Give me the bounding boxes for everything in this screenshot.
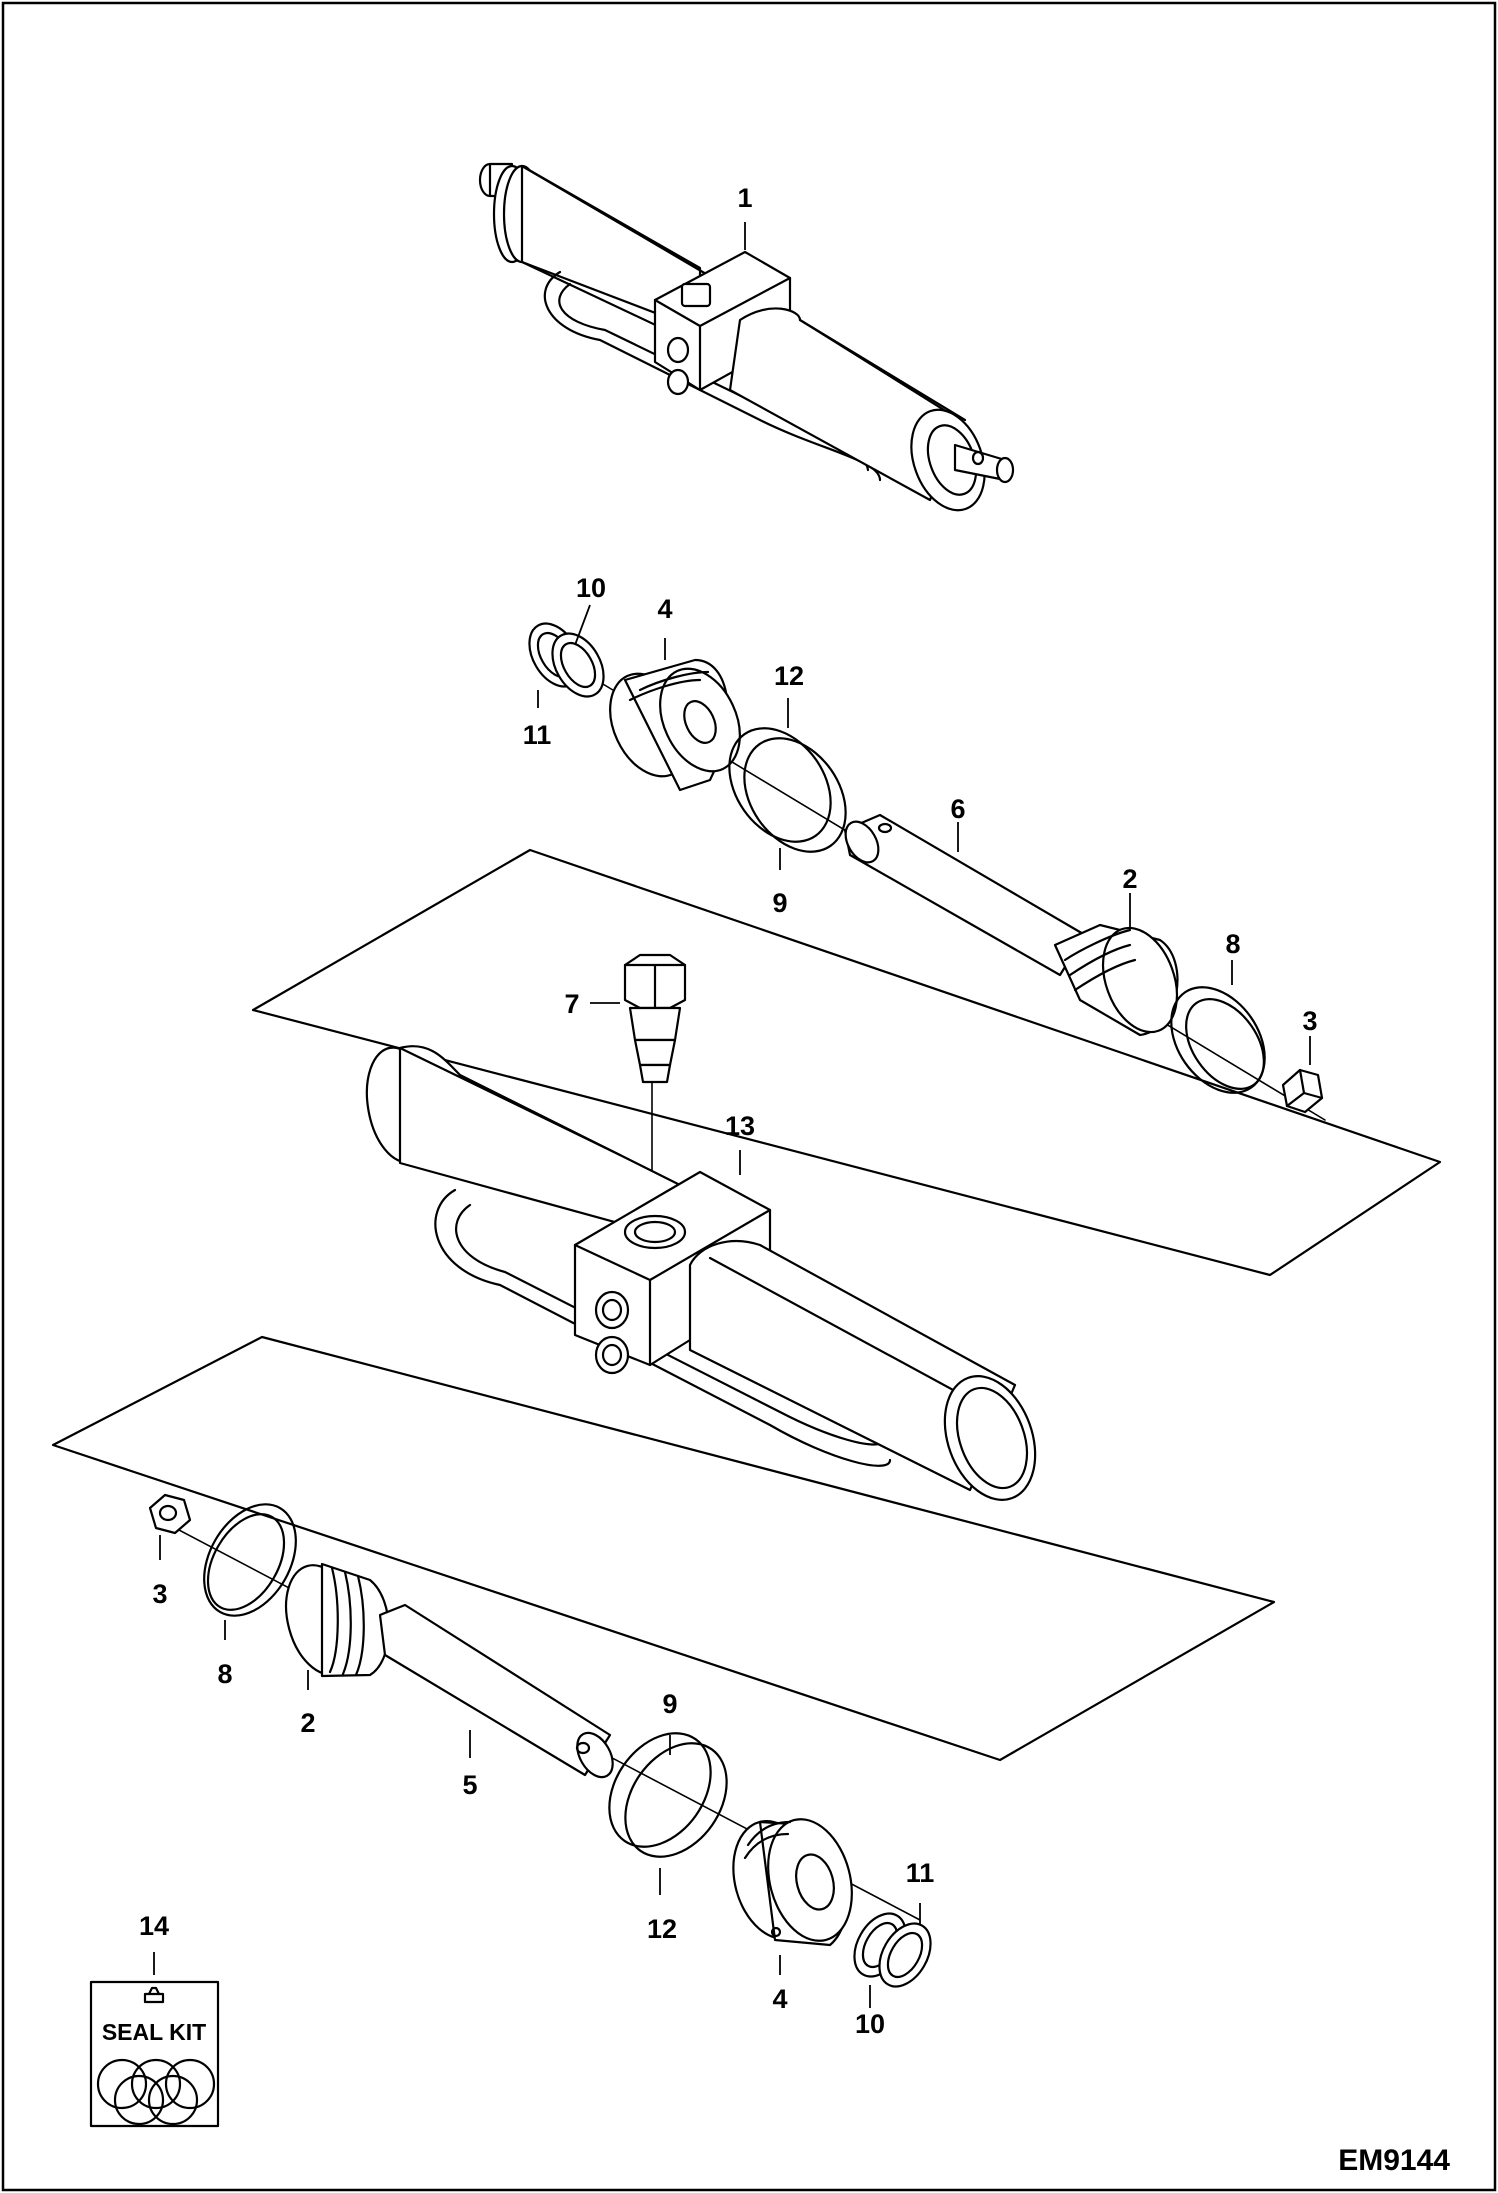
callout-3: 3	[1302, 1006, 1317, 1036]
seal-kit-label: SEAL KIT	[102, 2019, 206, 2045]
callout-11: 11	[523, 720, 552, 750]
callout-10-lower: 10	[855, 2009, 885, 2039]
callout-12: 12	[774, 661, 804, 691]
callout-9: 9	[772, 888, 787, 918]
callout-5: 5	[462, 1770, 477, 1800]
callout-1: 1	[737, 183, 752, 213]
callout-12-lower: 12	[647, 1914, 677, 1944]
seal-kit-box: SEAL KIT	[89, 1980, 220, 2128]
callout-10: 10	[576, 573, 606, 603]
callout-9-lower: 9	[662, 1689, 677, 1719]
callout-4: 4	[657, 594, 672, 624]
callout-7: 7	[564, 989, 579, 1019]
callout-11-lower: 11	[906, 1858, 935, 1888]
callout-4-lower: 4	[772, 1984, 787, 2014]
callouts: 1 10 4 11 12 6 9 2 8 7 3 13 3 8 2 5 9 12…	[139, 183, 1318, 2039]
callout-3-lower: 3	[152, 1579, 167, 1609]
callout-14: 14	[139, 1911, 169, 1941]
explode-plane-upper	[251, 848, 1442, 1277]
upper-exploded-parts	[528, 622, 1326, 1121]
drawing-id: EM9144	[1338, 2144, 1450, 2177]
part-13-barrel	[365, 1045, 1037, 1501]
callout-2-lower: 2	[300, 1708, 315, 1738]
callout-8-lower: 8	[217, 1659, 232, 1689]
callout-2: 2	[1122, 864, 1137, 894]
assembled-cylinder	[478, 162, 1015, 512]
explode-plane-lower	[51, 1335, 1276, 1762]
part-7-plug	[623, 953, 687, 1216]
callout-13: 13	[725, 1111, 755, 1141]
callout-6: 6	[950, 794, 965, 824]
callout-8: 8	[1225, 929, 1240, 959]
leader-lines	[153, 222, 1311, 2008]
lower-exploded-parts	[148, 1493, 932, 1988]
